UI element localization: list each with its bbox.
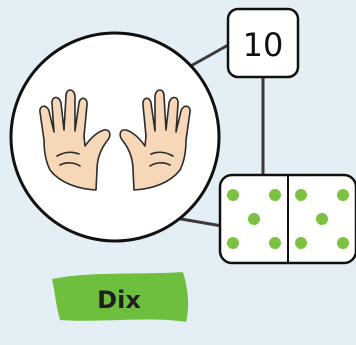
domino (220, 175, 356, 263)
number-card: 10 (228, 9, 298, 77)
domino-left-pip (269, 189, 281, 201)
word-banner: Dix (52, 272, 188, 322)
domino-left-pip (248, 213, 260, 225)
domino-right-pip (295, 189, 307, 201)
domino-right-pip (316, 213, 328, 225)
word-label: Dix (97, 286, 141, 314)
domino-left-pip (227, 237, 239, 249)
domino-right-pip (337, 237, 349, 249)
domino-right-pip (295, 237, 307, 249)
domino-left-pip (269, 237, 281, 249)
hands-circle (11, 33, 219, 241)
domino-right-pip (337, 189, 349, 201)
domino-left-pip (227, 189, 239, 201)
number-value: 10 (243, 26, 284, 64)
